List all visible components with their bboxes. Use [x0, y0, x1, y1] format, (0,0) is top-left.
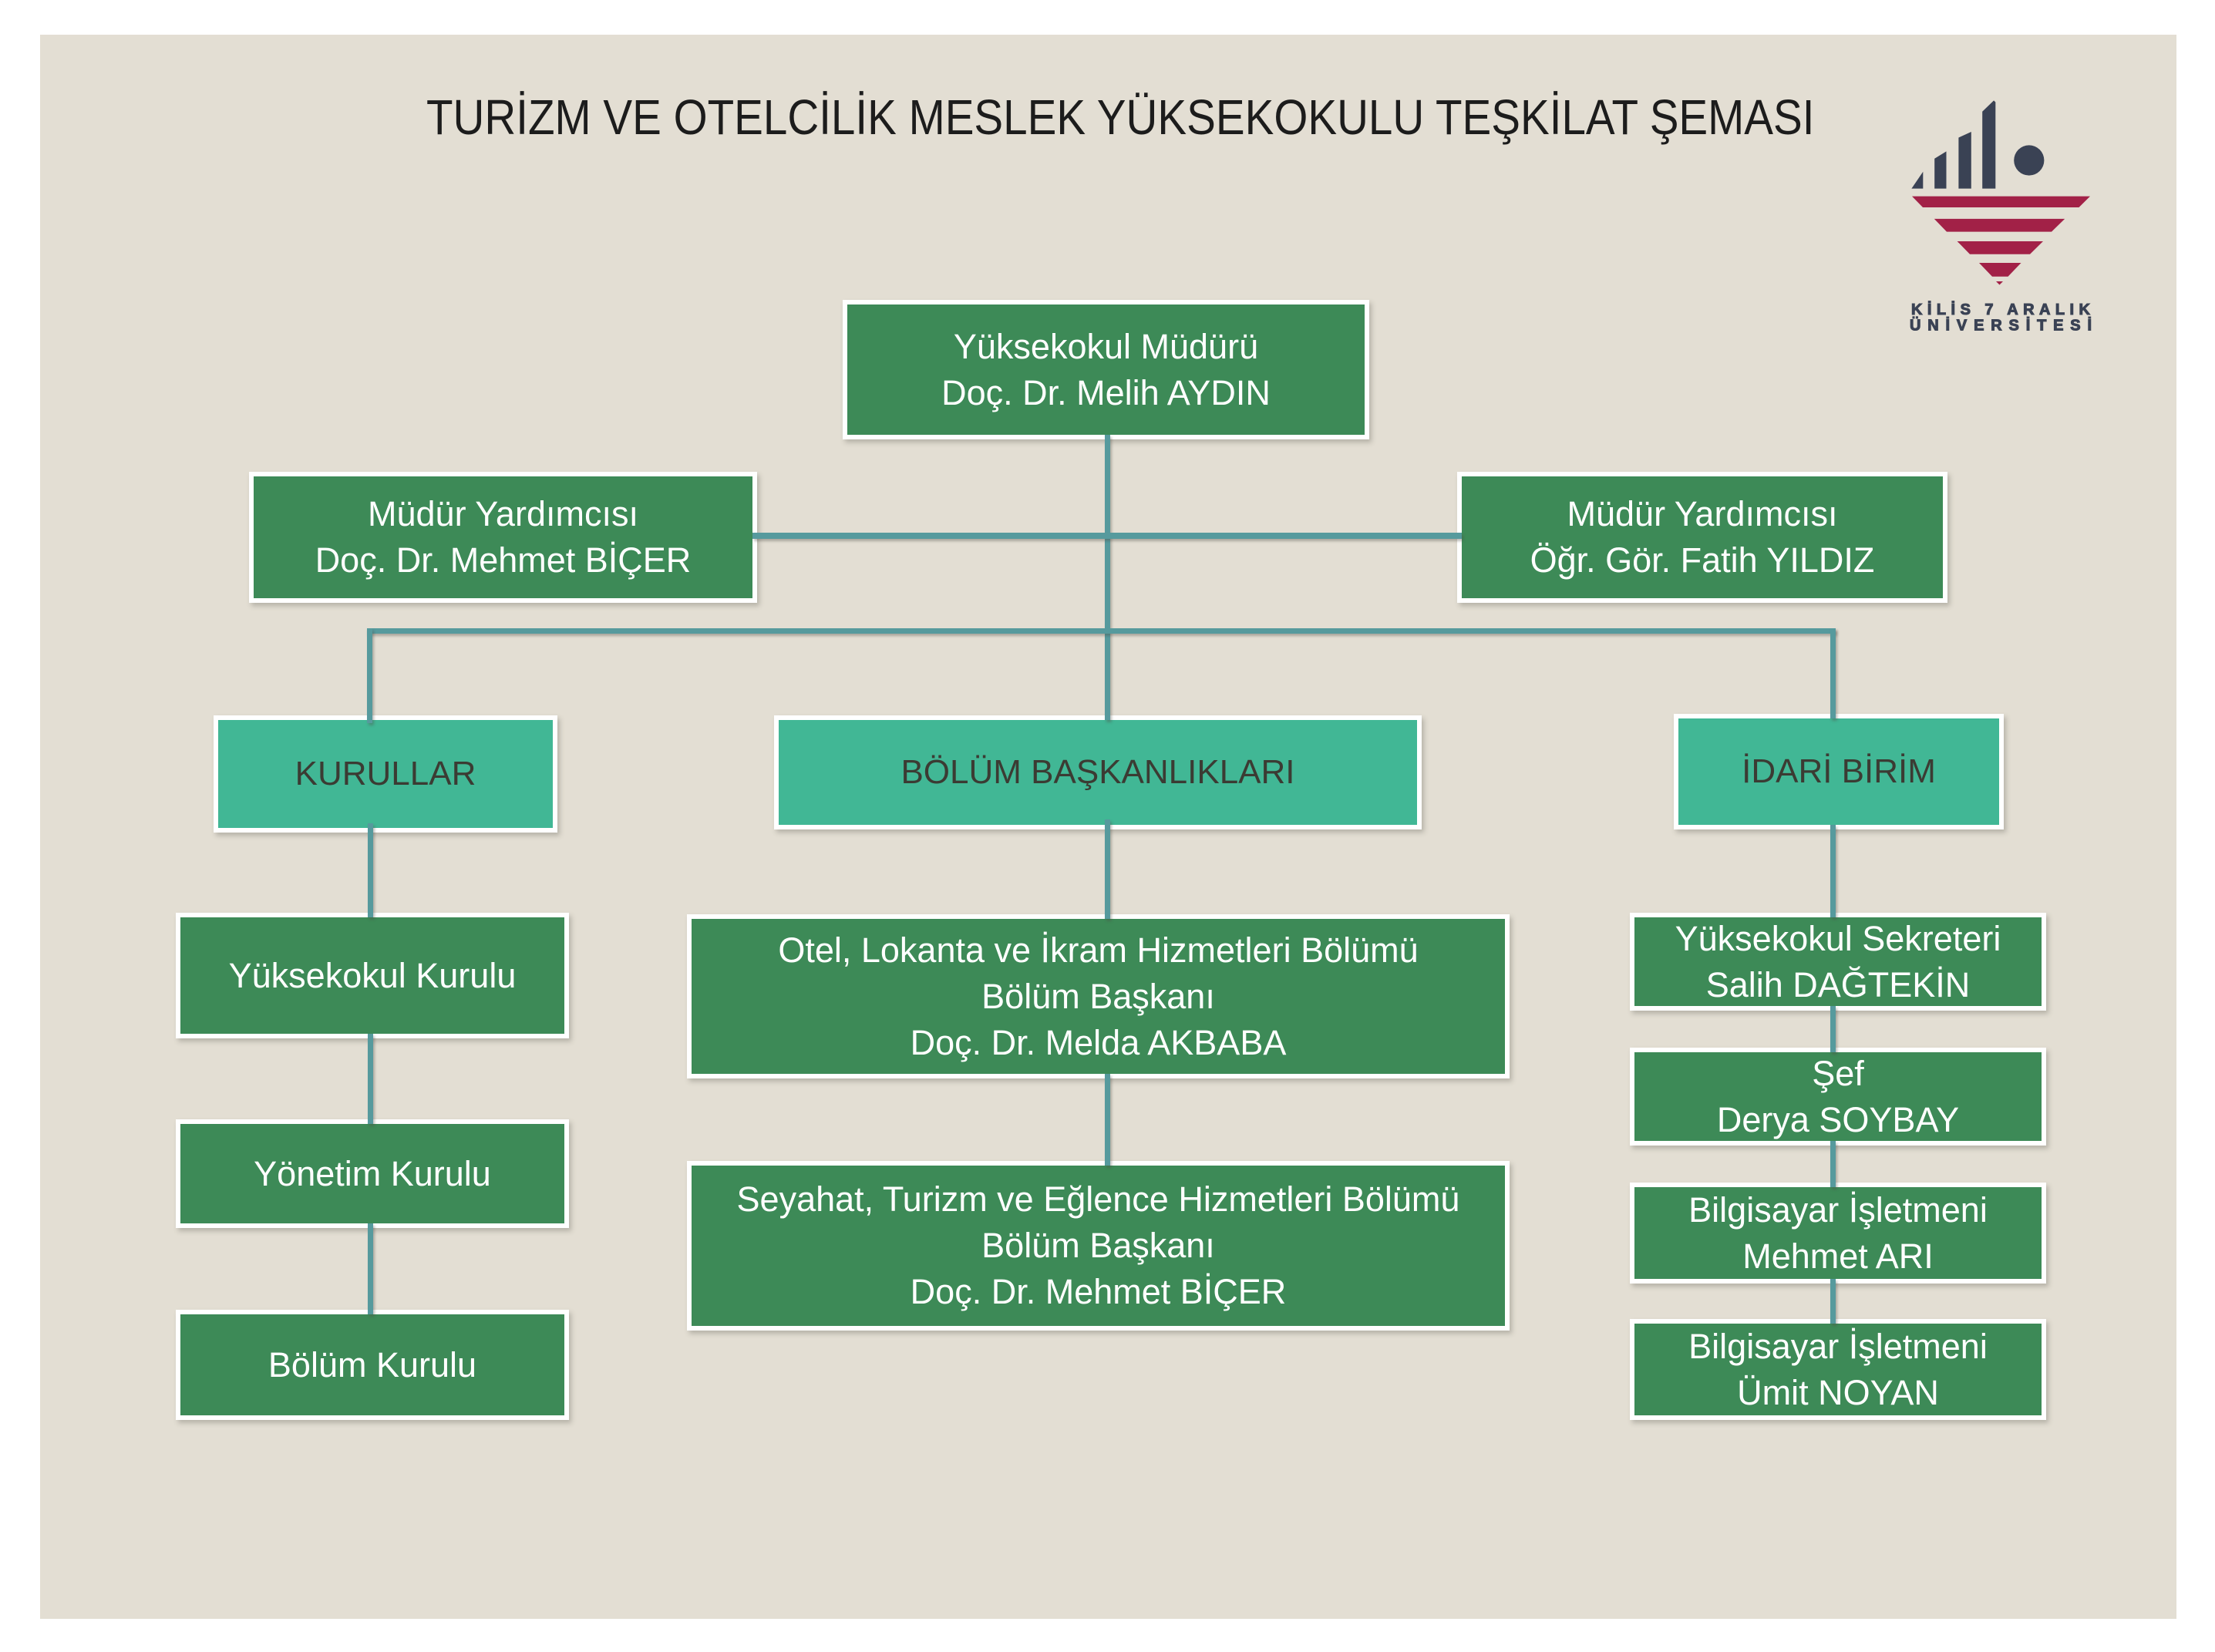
svg-text:ÜNİVERSİTESİ: ÜNİVERSİTESİ: [1910, 317, 2092, 335]
svg-text:KİLİS 7 ARALIK: KİLİS 7 ARALIK: [1911, 301, 2091, 318]
